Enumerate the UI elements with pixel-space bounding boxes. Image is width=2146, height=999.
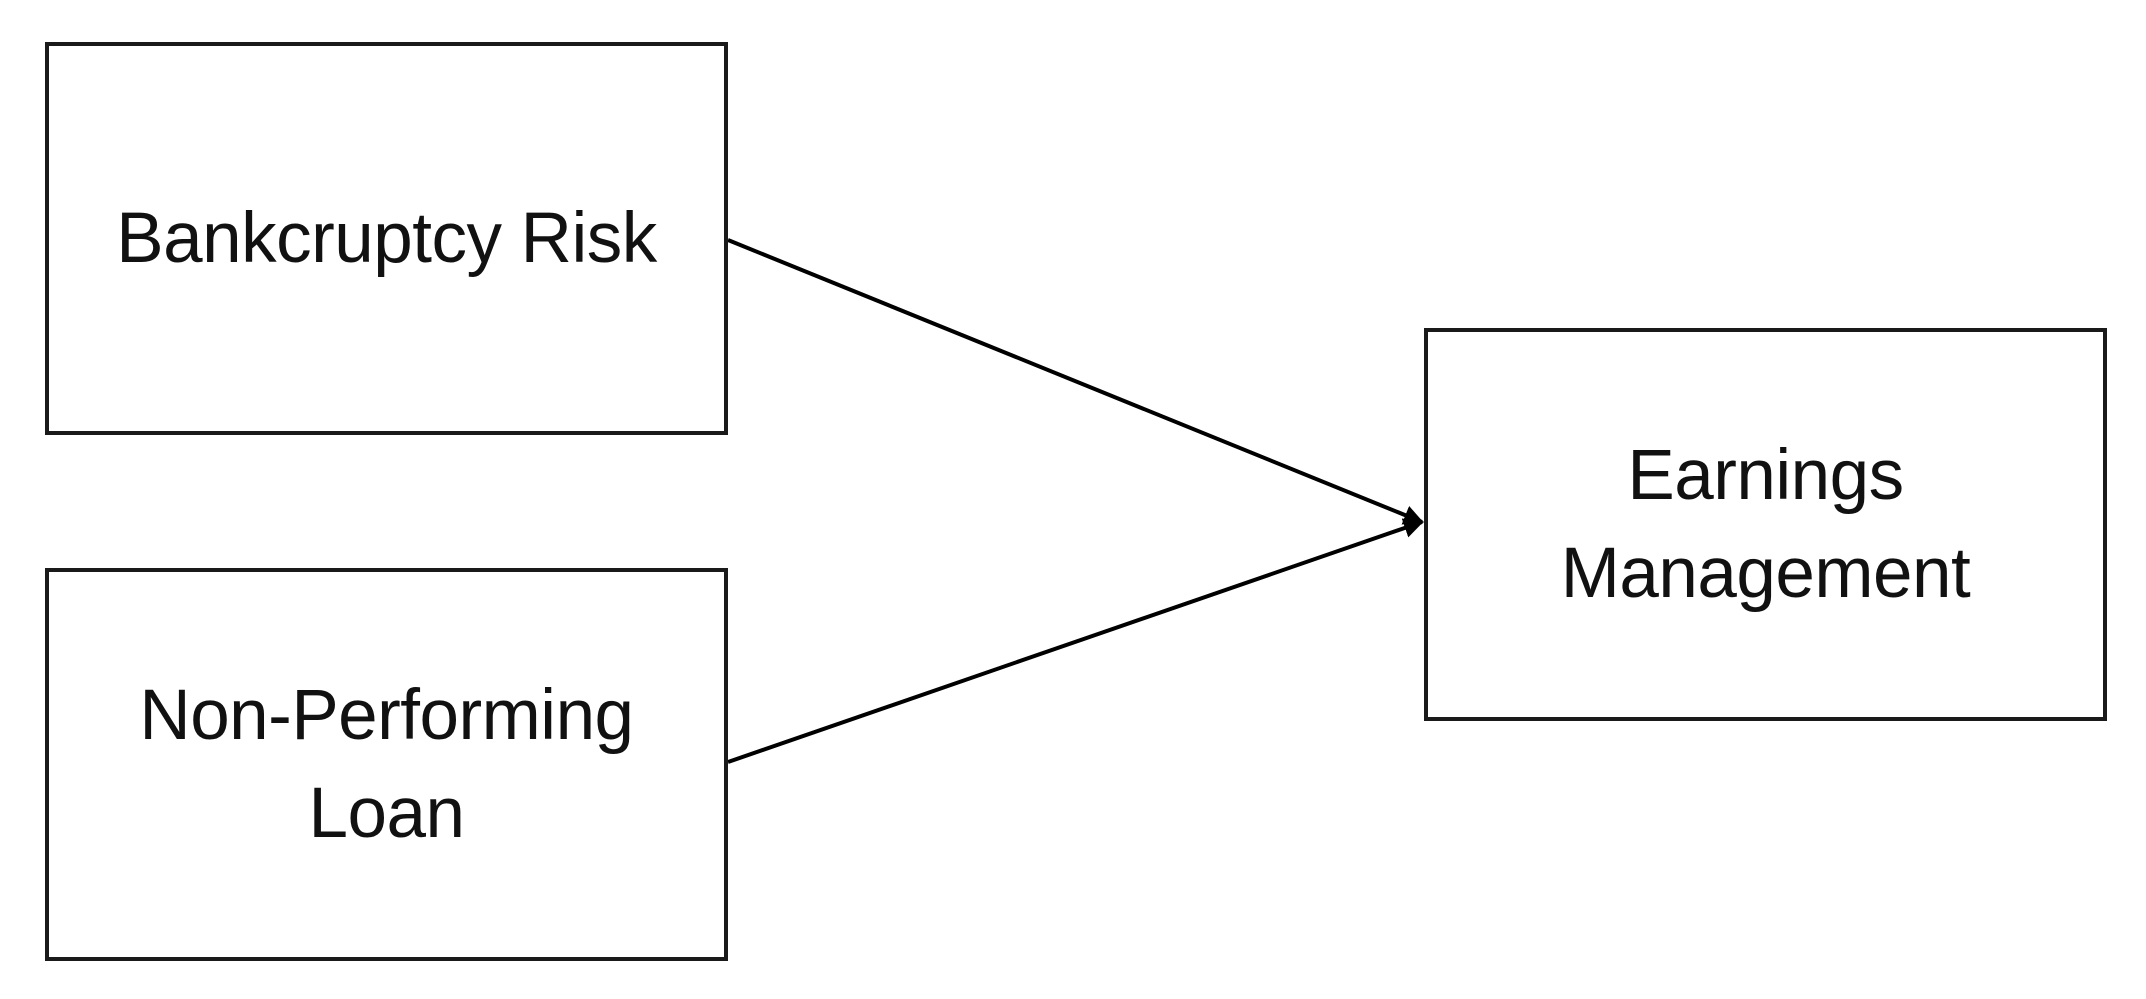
earnings-management-label: Earnings Management [1560, 435, 1971, 613]
arrow-npl-to-earnings [727, 518, 1424, 764]
bankruptcy-risk-box: Bankcruptcy Risk [45, 42, 728, 435]
non-performing-loan-box: Non-Performing Loan [45, 568, 728, 961]
non-performing-loan-label: Non-Performing Loan [139, 675, 634, 853]
arrow-bankruptcy-to-earnings [727, 238, 1424, 525]
bankruptcy-risk-label: Bankcruptcy Risk [116, 198, 657, 278]
earnings-management-box: Earnings Management [1424, 328, 2107, 721]
